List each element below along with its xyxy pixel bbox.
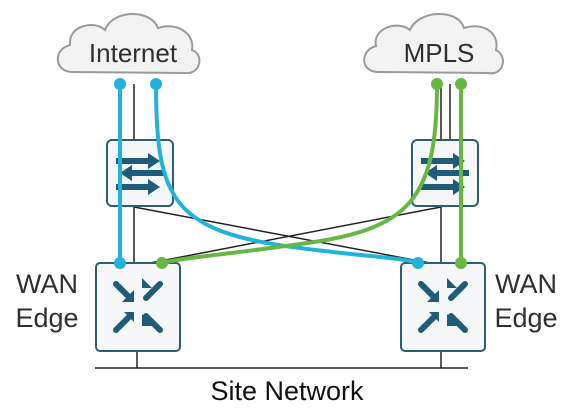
switch-arrows-icon xyxy=(421,153,469,195)
mpls-endpoint-dot xyxy=(455,78,467,90)
internet-links xyxy=(118,82,420,265)
right-switch xyxy=(411,139,479,207)
left-router-label-line1: WAN xyxy=(16,269,78,299)
mpls-endpoint-dot xyxy=(455,257,467,269)
internet-endpoint-dot xyxy=(114,78,126,90)
left-wan-edge-router xyxy=(95,262,181,352)
mpls-cloud: MPLS xyxy=(363,13,504,75)
internet-cloud: Internet xyxy=(56,13,201,75)
router-arrowheads xyxy=(122,278,154,326)
left-switch xyxy=(106,139,174,207)
mpls-links xyxy=(160,82,463,265)
wire-left-switch-to-right-router xyxy=(133,206,431,264)
router-arrows-icon xyxy=(418,281,468,333)
mpls-endpoint-dot xyxy=(156,257,168,269)
switch-arrows-icon xyxy=(116,153,164,195)
internet-endpoint-dot xyxy=(150,78,162,90)
internet-endpoint-dot xyxy=(114,257,126,269)
mpls-link-to-left-router xyxy=(160,82,439,265)
link-endpoints xyxy=(114,78,467,269)
right-wan-edge-router xyxy=(400,262,486,352)
internet-link-to-right-router xyxy=(154,82,420,265)
internet-endpoint-dot xyxy=(412,257,424,269)
internet-label: Internet xyxy=(89,38,178,68)
mpls-endpoint-dot xyxy=(431,78,443,90)
wires xyxy=(95,84,468,369)
right-router-label-line1: WAN xyxy=(495,269,557,299)
left-router-label-line2: Edge xyxy=(15,303,78,333)
router-arrows-icon xyxy=(113,281,163,333)
mpls-label: MPLS xyxy=(404,38,475,68)
right-router-label-line2: Edge xyxy=(494,303,557,333)
site-network-label: Site Network xyxy=(210,376,364,406)
router-arrowheads xyxy=(427,278,459,326)
